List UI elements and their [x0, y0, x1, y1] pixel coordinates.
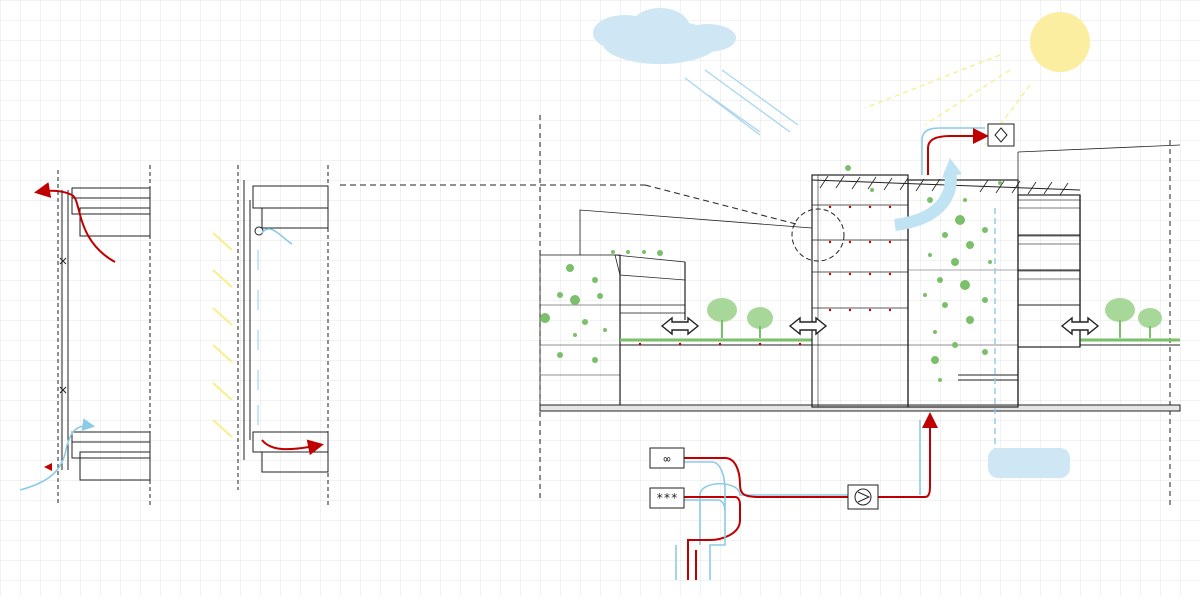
fan-symbol: ∞: [663, 452, 670, 466]
cooling-icon: ***: [649, 487, 685, 509]
building-section: [539, 115, 1181, 505]
rain-icon: [684, 69, 799, 136]
cloud-icon: [593, 8, 736, 64]
facade-detail-middle: [212, 165, 801, 505]
exhaust-unit-icon: [987, 123, 1015, 147]
water-tank: [988, 448, 1070, 478]
facade-detail-left: [19, 165, 151, 505]
fan-icon: ∞: [649, 447, 685, 469]
tree-icon: [707, 298, 1162, 338]
double-arrow-icon: [660, 316, 1100, 336]
sun-icon: [1030, 12, 1090, 72]
greenery-dots: [540, 165, 1002, 382]
pump-icon: [847, 484, 879, 510]
cooling-symbol: ***: [656, 491, 678, 505]
